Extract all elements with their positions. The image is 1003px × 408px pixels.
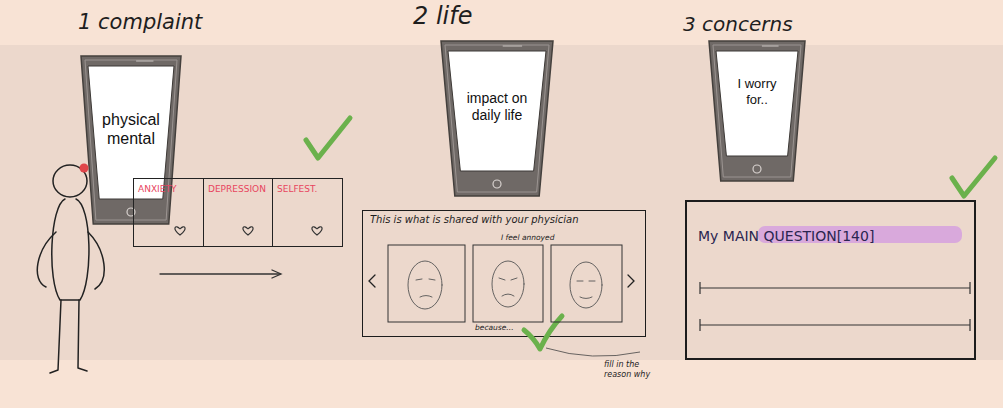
- cell-heading: ANXIETY: [138, 184, 176, 195]
- phone-bezel: [445, 45, 549, 192]
- phone-speaker: [762, 45, 779, 46]
- card-text: This is what is shared with your physici…: [370, 214, 642, 226]
- face-frame: [551, 245, 622, 322]
- red-dot: [80, 164, 89, 173]
- face-features: [499, 278, 517, 296]
- section-heading: 3 concerns: [683, 12, 843, 36]
- screen-text: physical mental: [93, 110, 169, 148]
- arrow-line: [160, 273, 280, 274]
- phone-body: [709, 41, 805, 181]
- cell-heading: SELFEST.: [277, 184, 317, 195]
- card-panel: My MAIN QUESTION[140]: [685, 200, 976, 360]
- face-frame: [473, 245, 543, 322]
- screen-text: I worry for..: [727, 76, 787, 107]
- face-frame: [388, 245, 465, 322]
- checkmark: [952, 158, 995, 196]
- table-cell: DEPRESSION: [203, 178, 273, 247]
- section-heading: 1 complaint: [78, 10, 238, 35]
- arm: [37, 232, 56, 287]
- arm: [88, 232, 104, 289]
- screen-text: impact on daily life: [457, 90, 537, 124]
- checkmark: [524, 316, 562, 349]
- face: [570, 262, 602, 308]
- card-text: My MAIN QUESTION[140]: [698, 228, 968, 245]
- faces: [408, 261, 602, 309]
- phone-frame: [708, 40, 806, 182]
- phone-screen-node: physical mental: [80, 55, 182, 225]
- phone-screen-node: I worry for..: [708, 40, 806, 182]
- phone-screen: [448, 51, 546, 171]
- arrow-head: [272, 270, 281, 278]
- leg: [50, 300, 61, 373]
- phone-speaker: [136, 60, 153, 61]
- face-features: [577, 281, 595, 299]
- phone-button: [753, 165, 761, 173]
- checkmarks: [306, 118, 995, 349]
- face: [492, 261, 524, 307]
- section-heading: 2 life: [413, 2, 533, 31]
- answer-lines: [700, 282, 970, 331]
- torso: [52, 199, 89, 300]
- face-frames: [388, 245, 622, 322]
- phone-bezel: [85, 60, 177, 220]
- phone-body: [441, 41, 553, 196]
- phone-bezel: [713, 45, 801, 177]
- checkmark: [306, 118, 350, 158]
- face: [408, 261, 442, 309]
- face-features: [416, 279, 435, 297]
- cell-heading: DEPRESSION: [208, 184, 266, 195]
- table-cell: ANXIETY: [133, 178, 204, 247]
- heart-icon: [312, 227, 322, 235]
- chevron-right: [628, 275, 634, 287]
- chevrons: [369, 275, 634, 287]
- head: [53, 165, 87, 197]
- phone-body: [81, 56, 181, 224]
- answer-line: [700, 282, 970, 294]
- hearts: [175, 227, 322, 235]
- card-text: because...: [475, 323, 555, 332]
- heart-icon: [243, 227, 253, 235]
- phone-speaker: [503, 45, 522, 46]
- heart-icon: [175, 227, 185, 235]
- card-panel: This is what is shared with your physici…: [362, 210, 646, 337]
- phone-button: [493, 180, 501, 188]
- chevron-left: [369, 275, 375, 287]
- leader-line: [546, 348, 640, 356]
- phone-screen: [716, 51, 798, 156]
- scroll-arrow: [160, 270, 281, 278]
- band: [0, 45, 1003, 360]
- note-text: fill in the reason why: [604, 360, 656, 379]
- leg: [78, 300, 87, 371]
- card-text: I feel annoyed: [501, 233, 581, 242]
- phone-screen: [88, 66, 174, 199]
- table-cell: SELFEST.: [272, 178, 343, 247]
- phone-screen-node: impact on daily life: [440, 40, 554, 197]
- answer-line: [700, 319, 970, 331]
